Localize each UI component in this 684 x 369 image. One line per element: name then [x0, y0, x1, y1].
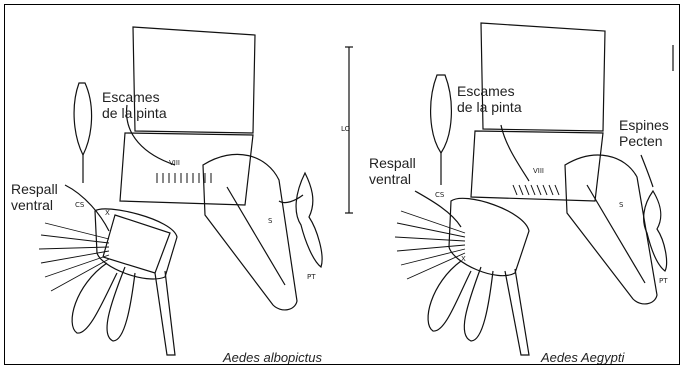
marker-x: X [105, 209, 110, 217]
marker-saddle: S [268, 217, 272, 225]
marker-pecten: PT [659, 277, 668, 285]
pecten-tooth-detail [296, 173, 322, 267]
marker-comb: CS [75, 201, 84, 209]
anal-saddle [103, 215, 170, 273]
comb-scales-row [513, 185, 559, 195]
ventral-brush [395, 211, 465, 279]
marker-scale: LO [341, 125, 350, 133]
albopictus-drawing [39, 27, 353, 355]
marker-pecten: PT [307, 273, 316, 281]
marker-segment: VIII [533, 167, 544, 175]
siphon [203, 154, 297, 310]
larva-drawings [5, 5, 680, 365]
leader-line [501, 125, 529, 181]
anal-gill [107, 267, 135, 341]
marker-x: X [461, 255, 466, 263]
leader-line [641, 155, 653, 187]
anal-gill [505, 269, 529, 355]
marker-saddle: S [619, 201, 623, 209]
anal-gill [72, 263, 117, 333]
aegypti-drawing [395, 23, 673, 355]
comb-scale-detail [74, 83, 92, 155]
leader-line [65, 185, 109, 231]
anal-saddle [449, 198, 529, 275]
caption-albopictus: Aedes albopictus [223, 350, 322, 365]
pecten-tooth-detail [644, 191, 667, 271]
anal-gill [155, 271, 175, 355]
caption-aegypti: Aedes Aegypti [541, 350, 624, 365]
siphon [565, 155, 657, 304]
marker-segment: VIII [169, 159, 180, 167]
marker-comb: CS [435, 191, 444, 199]
anal-gill [464, 267, 493, 341]
abdominal-segment-viii [471, 131, 603, 201]
comb-scale-detail [431, 75, 452, 153]
